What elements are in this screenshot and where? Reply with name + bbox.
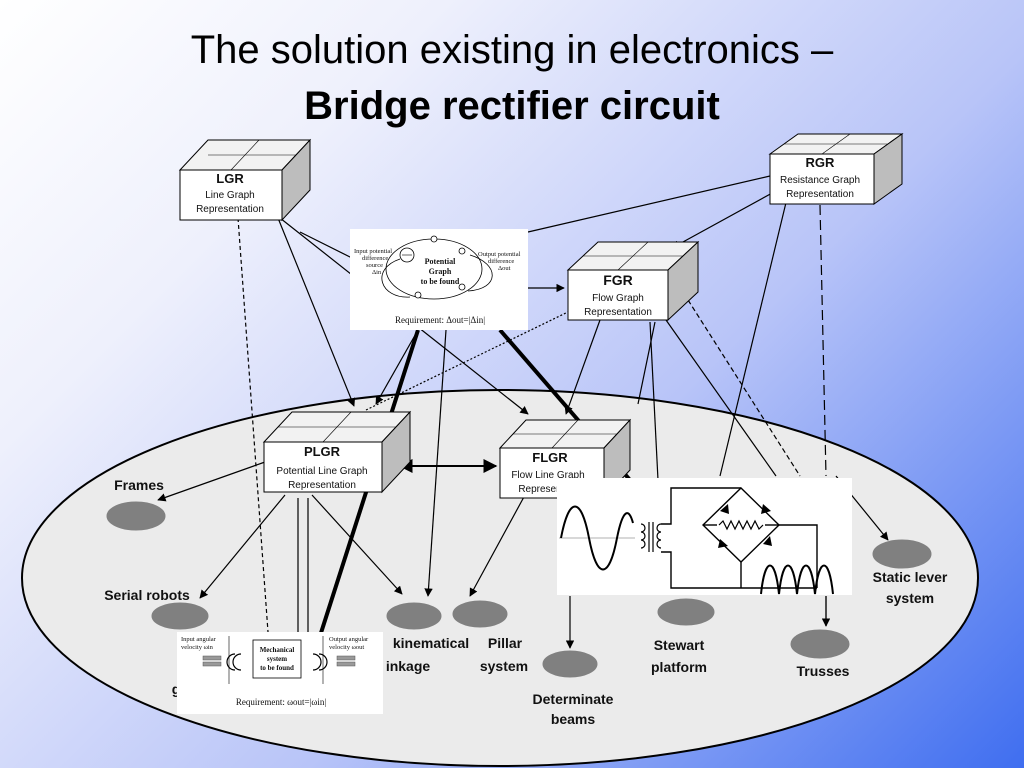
pot-right1: Output potential xyxy=(478,251,521,258)
flgr-line1: Flow Line Graph xyxy=(511,470,584,481)
potential-graph-inset: Input potential difference source Δin Ou… xyxy=(350,229,528,330)
box-rgr: RGR Resistance Graph Representation xyxy=(768,133,904,205)
node-kinematical xyxy=(386,602,442,630)
pot-left2: difference xyxy=(362,255,388,262)
pot-left1: Input potential xyxy=(354,248,392,255)
slide-title-line2: Bridge rectifier circuit xyxy=(304,84,720,128)
mech-right2: velocity ωout xyxy=(329,644,364,651)
label-pillar-2: system xyxy=(480,658,528,674)
rotation-arrow-icon xyxy=(226,653,236,671)
label-stewart-1: Stewart xyxy=(654,637,705,653)
fgr-line1: Flow Graph xyxy=(592,293,644,304)
mech-requirement: Requirement: ωout=|ωin| xyxy=(236,697,326,707)
node-frames xyxy=(106,501,166,531)
rectified-wave-icon xyxy=(760,564,834,595)
label-pillar-1: Pillar xyxy=(488,635,523,651)
flgr-line2: Represen xyxy=(518,484,561,495)
label-determinate-2: beams xyxy=(551,711,596,727)
rgr-abbr: RGR xyxy=(806,155,836,170)
pot-center3: to be found xyxy=(421,277,460,286)
node-static-lever xyxy=(872,539,932,569)
resistor-icon xyxy=(718,519,764,531)
pot-left4: Δin xyxy=(372,269,382,276)
transformer-icon xyxy=(640,522,662,552)
plgr-line2: Representation xyxy=(288,480,356,491)
pot-right3: Δout xyxy=(498,265,511,272)
label-frames: Frames xyxy=(114,477,164,493)
label-kinematical-2: inkage xyxy=(386,658,431,674)
plgr-line1: Potential Line Graph xyxy=(276,466,367,477)
ac-wave-icon xyxy=(560,505,634,571)
label-serial-robots: Serial robots xyxy=(104,587,190,603)
pot-center1: Potential xyxy=(425,257,456,266)
connector-lines xyxy=(157,175,889,649)
pot-center2: Graph xyxy=(429,267,452,276)
system-nodes xyxy=(106,501,932,678)
label-stewart-2: platform xyxy=(651,659,707,675)
label-g-partial: g xyxy=(172,681,181,697)
bridge-rectifier-inset xyxy=(557,478,852,595)
box-plgr: PLGR Potential Line Graph Representation xyxy=(262,410,412,494)
pot-right2: difference xyxy=(488,258,514,265)
flgr-abbr: FLGR xyxy=(532,450,568,465)
label-trusses: Trusses xyxy=(797,663,850,679)
node-stewart xyxy=(657,598,715,626)
node-serial-robots xyxy=(151,602,209,630)
mech-left1: Input angular xyxy=(181,636,217,643)
fgr-abbr: FGR xyxy=(603,272,633,288)
box-lgr: LGR Line Graph Representation xyxy=(178,138,312,222)
label-static-lever-2: system xyxy=(886,590,934,606)
box-fgr: FGR Flow Graph Representation xyxy=(566,240,700,322)
node-trusses xyxy=(790,629,850,659)
pot-left3: source xyxy=(366,262,383,269)
mech-center3: to be found xyxy=(260,664,294,672)
bridge-icon xyxy=(661,487,818,589)
fgr-line2: Representation xyxy=(584,307,652,318)
label-static-lever-1: Static lever xyxy=(873,569,948,585)
mech-center1: Mechanical xyxy=(260,646,295,654)
node-pillar xyxy=(452,600,508,628)
mech-left2: velocity ωin xyxy=(181,644,214,651)
mechanical-system-inset: Input angular velocity ωin Output angula… xyxy=(177,632,383,714)
lgr-line2: Representation xyxy=(196,204,264,215)
rgr-line2: Representation xyxy=(786,189,854,200)
lgr-line1: Line Graph xyxy=(205,190,254,201)
slide-title-line1: The solution existing in electronics – xyxy=(190,28,834,72)
label-kinematical-1: kinematical xyxy=(393,635,469,651)
label-determinate-1: Determinate xyxy=(533,691,614,707)
mech-right1: Output angular xyxy=(329,636,369,643)
lgr-abbr: LGR xyxy=(216,171,244,186)
pot-requirement: Requirement: Δout=|Δin| xyxy=(395,315,485,325)
plgr-abbr: PLGR xyxy=(304,444,341,459)
mech-center2: system xyxy=(267,655,287,663)
rgr-line1: Resistance Graph xyxy=(780,175,860,186)
node-determinate xyxy=(542,650,598,678)
